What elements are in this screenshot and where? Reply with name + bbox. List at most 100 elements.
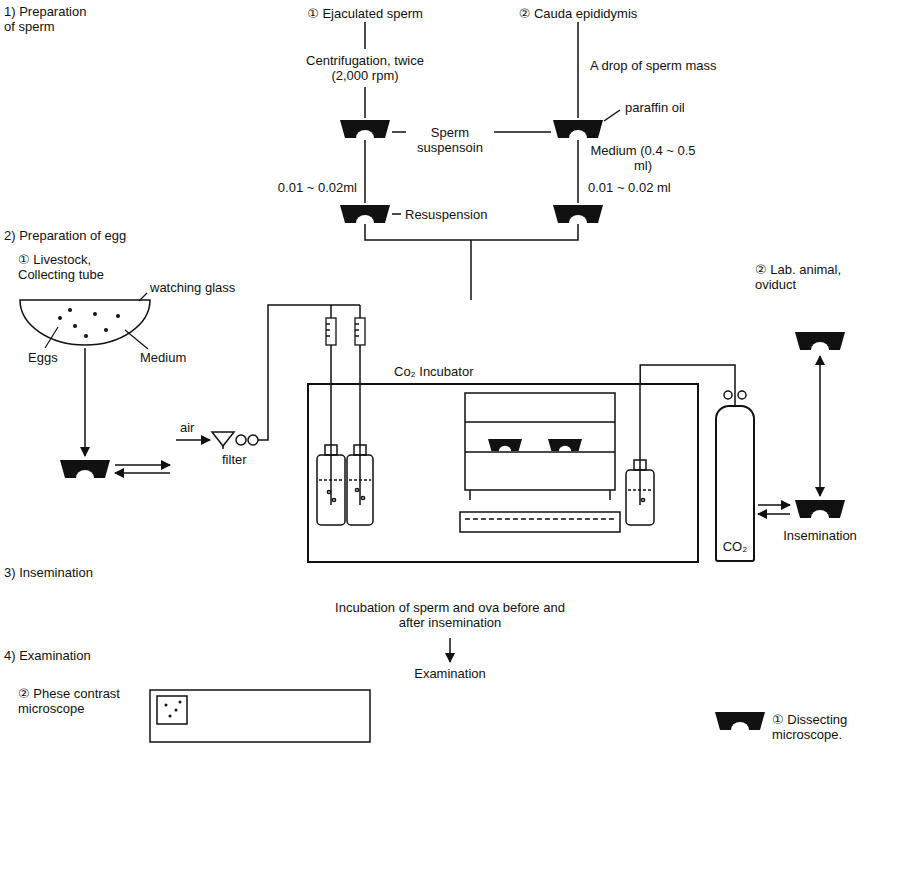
incubator-rack	[465, 518, 615, 520]
section-heading: 2) Preparation of egg	[4, 228, 126, 243]
callout-label: filter	[222, 452, 247, 467]
egg-dots	[104, 328, 108, 332]
slide-dots	[165, 701, 182, 718]
wash-bottle	[626, 470, 654, 525]
callout-label: Medium (0.4 ~ 0.5 ml)	[588, 143, 698, 173]
step-note: Examination	[400, 666, 500, 681]
incubator-rack	[470, 490, 610, 500]
callout-label: watching glass	[150, 280, 235, 295]
incubator-box: Co₂ Incubator	[307, 383, 699, 563]
section-heading: 1) Preparation of sperm	[4, 4, 99, 34]
arrow	[758, 504, 790, 506]
callout-label: Insemination	[770, 528, 870, 543]
air-filter	[236, 435, 246, 445]
leader-line	[45, 327, 58, 348]
section-heading: 4) Examination	[4, 648, 91, 663]
source-label: ② Lab. animal, oviduct	[755, 262, 880, 292]
step-note: Incubation of sperm and ova before and a…	[330, 600, 570, 630]
culture-dish	[488, 439, 522, 451]
wash-bottle	[641, 498, 644, 501]
watching-glass	[20, 300, 150, 345]
egg-dots	[73, 324, 77, 328]
egg-dots	[116, 314, 120, 318]
air-filter	[359, 305, 361, 318]
culture-dish	[60, 120, 845, 730]
egg-dots	[68, 308, 72, 312]
arrow	[758, 513, 790, 515]
flow-line	[392, 131, 406, 133]
air-filter	[258, 305, 360, 440]
gas-valve	[724, 391, 732, 399]
wash-bottle	[332, 498, 335, 501]
culture-dish	[340, 205, 390, 223]
gas-valve	[738, 391, 746, 399]
source-label: ② Cauda epididymis	[508, 6, 648, 21]
microscope-slide	[157, 696, 187, 724]
leader-line	[45, 293, 148, 349]
arrow	[84, 348, 86, 456]
leader-line	[125, 330, 148, 349]
wash-bottle	[325, 445, 337, 455]
air-filter	[330, 305, 332, 318]
flow-meter	[326, 324, 359, 336]
flow-meter	[326, 318, 365, 345]
wash-bottle	[347, 455, 373, 525]
air-filter	[212, 432, 234, 446]
slide-dots	[169, 715, 172, 718]
section-heading: 3) Insemination	[4, 565, 93, 580]
volume-label: 0.01 ~ 0.02ml	[245, 180, 357, 195]
source-label: ① Livestock, Collecting tube	[18, 252, 128, 282]
flow-line	[364, 140, 366, 203]
arrow	[176, 439, 210, 441]
slide-dots	[165, 704, 168, 707]
wash-bottle	[319, 480, 652, 490]
arrow	[115, 464, 170, 466]
callout-label: Resuspension	[405, 207, 487, 222]
culture-dish	[340, 120, 390, 138]
arrow	[115, 472, 170, 474]
flow-line	[392, 213, 401, 215]
wash-bottle	[317, 445, 654, 525]
step-note: Centrifugation, twice (2,000 rpm)	[295, 53, 435, 83]
air-filter	[222, 446, 224, 449]
culture-dish	[60, 460, 110, 478]
culture-dish	[553, 205, 603, 223]
arrow	[85, 348, 820, 662]
gas-cylinder: CO₂	[715, 405, 755, 562]
flow-meter	[355, 318, 365, 345]
egg-dots	[58, 308, 120, 338]
microscope-slide	[150, 690, 370, 742]
incubator-rack	[460, 393, 620, 532]
wash-bottle	[354, 445, 366, 455]
wash-bottle	[355, 488, 358, 491]
node-text: Co₂ Incubator	[394, 364, 473, 379]
callout-label: Eggs	[28, 350, 58, 365]
culture-dish	[795, 500, 845, 518]
flow-line	[577, 22, 579, 118]
incubator-rack	[465, 422, 615, 452]
gas-tube	[639, 385, 641, 505]
egg-dots	[93, 312, 97, 316]
flow-line	[365, 224, 578, 240]
source-label: ① Ejaculated sperm	[295, 6, 435, 21]
wash-bottle	[361, 496, 364, 499]
flow-meter	[326, 318, 336, 345]
arrow	[819, 356, 821, 496]
watching-glass	[20, 300, 150, 345]
step-note: A drop of sperm mass	[590, 58, 716, 73]
flow-line	[604, 110, 620, 121]
culture-dish	[715, 712, 765, 730]
air-filter	[212, 305, 360, 449]
wash-bottle	[634, 460, 646, 470]
flow-line	[577, 140, 579, 203]
wash-bottle	[327, 490, 330, 493]
callout-label: air	[180, 420, 194, 435]
incubator-rack	[465, 393, 615, 490]
microscope-slide	[150, 690, 370, 742]
culture-dish	[553, 120, 603, 138]
gas-tube	[331, 345, 640, 505]
instrument-label: ① Dissecting microscope.	[772, 712, 892, 742]
slide-dots	[179, 701, 182, 704]
instrument-label: ② Phese contrast microscope	[18, 686, 138, 716]
node-text: CO₂	[717, 539, 753, 554]
